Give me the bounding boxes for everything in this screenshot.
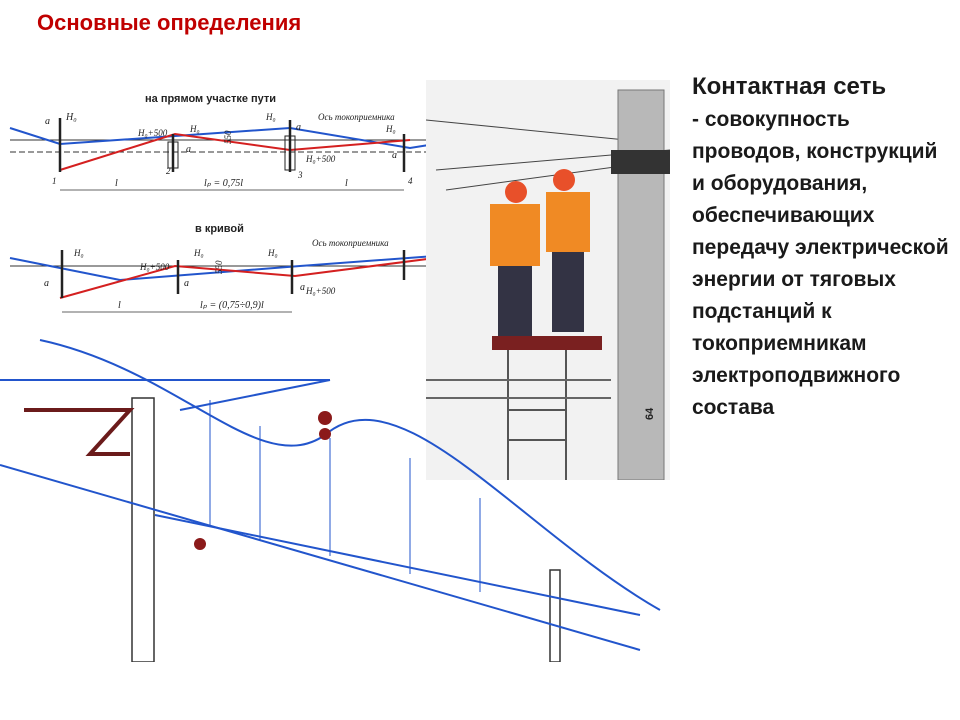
contact-wire-blue [9,126,436,150]
definition-block: Контактная сеть - совокупность проводов,… [692,70,954,424]
straight-section-diagram: на прямом участке пути a H₀ H₀+500 H₀ 55… [9,93,436,191]
straight-supports [58,118,406,172]
label-h0-1: H₀ [65,112,77,123]
label-h0-2: H₀ [189,124,200,134]
worker-legs [498,266,532,336]
overhead-wire [426,119,627,141]
label-span-2: l [345,178,348,189]
curve-label-550: 550 [214,260,224,274]
label-a-3: a [296,122,301,133]
curve-label-axis: Ось токоприемника [312,238,389,248]
support-frame-2 [167,141,179,169]
support-pole-left [131,397,155,662]
support-number-2: 2 [166,166,171,176]
cantilever-bracket-left [24,408,135,456]
insulator [318,411,332,425]
curve-label-span: l [118,300,121,311]
contact-wire-2 [154,514,641,616]
curve-label-h0-2: H₀ [193,248,204,258]
worker-helmet [505,181,527,203]
insulators [194,411,332,550]
catenary-drawing [0,339,661,662]
curve-supports [60,250,406,298]
curve-heading: в кривой [195,223,244,235]
insulator [319,428,331,440]
droppers [209,400,481,592]
curve-label-h0-plus-2: H₀+500 [305,286,336,296]
definition-text: - совокупность проводов, конструкций и о… [692,108,949,419]
straight-heading: на прямом участке пути [145,93,276,105]
steel-truss [426,379,611,399]
workers-photo: 64 [426,80,670,480]
curve-label-a-1: a [44,278,49,289]
worker-right [546,169,590,332]
worker-vest [490,204,540,266]
label-h0-plus-2: H₀+500 [305,154,336,164]
curve-section-diagram: в кривой H₀ H₀+500 H₀ 550 H₀ Ось токопри… [9,223,436,313]
label-axis: Ось токоприемника [318,112,395,122]
pole-number: 64 [644,407,656,420]
curve-label-span-lp: lₚ = (0,75÷0,9)l [200,300,264,311]
curve-wire-blue [9,255,436,282]
label-h0-plus-1: H₀+500 [137,128,168,138]
contact-wire [0,464,641,651]
support-number-4: 4 [408,176,413,186]
label-span-lp: lₚ = 0,75l [204,178,243,189]
support-number-3: 3 [297,170,303,180]
label-h0-4: H₀ [385,124,396,134]
definition-term: Контактная сеть [692,73,887,100]
contact-wire-red [59,132,411,171]
label-span-1: l [115,178,118,189]
support-pole-right [549,569,561,662]
curve-label-h0-plus-1: H₀+500 [139,262,170,272]
label-550: 550 [223,130,233,144]
cantilever-tie [179,379,331,411]
insulator [194,538,206,550]
worker-left [490,181,540,336]
support-frame-3 [284,135,296,171]
messenger-wire [39,339,661,611]
label-a-1: a [45,116,50,127]
label-a-4: a [392,150,397,161]
curve-label-a-2: a [184,278,189,289]
worker-helmet [553,169,575,191]
worker-vest [546,192,590,252]
curve-label-h0-1: H₀ [73,248,84,258]
pole-clamp [611,150,670,174]
label-a-2: a [186,144,191,155]
zigzag-scheme: на прямом участке пути a H₀ H₀+500 H₀ 55… [9,93,436,313]
curve-label-h0-3: H₀ [267,248,278,258]
curve-label-a-3: a [300,282,305,293]
curve-wire-red [59,257,436,299]
work-platform [492,336,602,350]
worker-legs [552,252,584,332]
label-h0-3: H₀ [265,112,276,122]
catenary-wires [0,339,661,651]
support-number-1: 1 [52,176,57,186]
slide-title: Основные определения [37,10,302,35]
